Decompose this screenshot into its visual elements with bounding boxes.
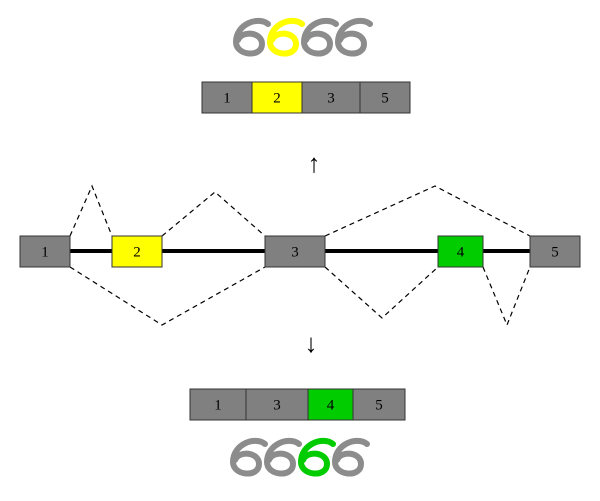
up-arrow-icon: ↑	[308, 149, 321, 178]
isoform-bottom-exon-3: 3	[245, 388, 309, 421]
protein-curls-bottom	[229, 437, 370, 477]
isoform-bottom: 1 3 4 5	[189, 388, 406, 421]
isoform-top-exon-5: 5	[359, 81, 411, 114]
protein-bottom-curl-1	[229, 437, 268, 477]
gene-exon-3-label: 3	[291, 245, 299, 261]
protein-bottom-curl-2	[263, 437, 302, 477]
gene-exon-2-label: 2	[133, 245, 141, 261]
gene-structure: 1 2 3 4 5	[19, 184, 581, 327]
isoform-bottom-exon-1-box	[189, 388, 247, 421]
isoform-bottom-exon-3-label: 3	[273, 398, 281, 414]
down-arrow-icon: ↓	[305, 329, 318, 358]
protein-bottom-curl-3	[297, 437, 336, 477]
isoform-top-exon-3-box	[301, 81, 361, 114]
gene-exon-2-box	[111, 235, 163, 268]
isoform-top-exon-1: 1	[201, 81, 253, 114]
protein-top-curl-1	[232, 17, 271, 57]
splice-junction-1	[69, 184, 113, 237]
splice-junction-4	[69, 266, 266, 326]
gene-exon-3-box	[264, 235, 326, 268]
protein-curls-top	[232, 17, 373, 57]
isoform-bottom-exon-3-box	[245, 388, 309, 421]
protein-top-curl-2	[266, 17, 305, 57]
isoform-bottom-exon-5-box	[352, 388, 406, 421]
isoform-top-exon-2-label: 2	[273, 91, 281, 107]
isoform-bottom-exon-4: 4	[307, 388, 354, 421]
gene-exon-4-label: 4	[457, 245, 465, 261]
splice-junctions	[69, 184, 531, 327]
isoform-top: 1 2 3 5	[201, 81, 411, 114]
gene-exon-3: 3	[264, 235, 326, 268]
isoform-top-exon-1-label: 1	[223, 91, 231, 107]
protein-top-curl-3	[300, 17, 339, 57]
protein-top-curl-4	[334, 17, 373, 57]
gene-exons: 1 2 3 4 5	[19, 235, 581, 268]
splice-junction-3	[324, 185, 531, 237]
splice-junction-5	[324, 266, 439, 319]
isoform-bottom-exon-5-label: 5	[375, 398, 383, 414]
gene-exon-1-label: 1	[41, 245, 49, 261]
isoform-top-exon-2: 2	[251, 81, 303, 114]
splice-junction-6	[482, 266, 531, 327]
isoform-top-exon-2-box	[251, 81, 303, 114]
gene-exon-5-box	[529, 235, 581, 268]
gene-exon-5: 5	[529, 235, 581, 268]
isoform-top-exon-3: 3	[301, 81, 361, 114]
gene-exon-2: 2	[111, 235, 163, 268]
isoform-top-exon-3-label: 3	[327, 91, 335, 107]
gene-exon-4: 4	[437, 235, 484, 268]
gene-exon-1-box	[19, 235, 71, 268]
protein-bottom-curl-4	[331, 437, 370, 477]
isoform-bottom-exon-5: 5	[352, 388, 406, 421]
isoform-top-exon-5-label: 5	[381, 91, 389, 107]
isoform-top-exon-1-box	[201, 81, 253, 114]
splice-junction-2	[161, 191, 266, 237]
isoform-top-exon-5-box	[359, 81, 411, 114]
gene-exon-5-label: 5	[551, 245, 559, 261]
isoform-bottom-exon-1-label: 1	[214, 398, 222, 414]
isoform-bottom-exon-1: 1	[189, 388, 247, 421]
gene-exon-1: 1	[19, 235, 71, 268]
isoform-bottom-exon-4-label: 4	[327, 398, 335, 414]
isoform-bottom-exon-4-box	[307, 388, 354, 421]
gene-exon-4-box	[437, 235, 484, 268]
